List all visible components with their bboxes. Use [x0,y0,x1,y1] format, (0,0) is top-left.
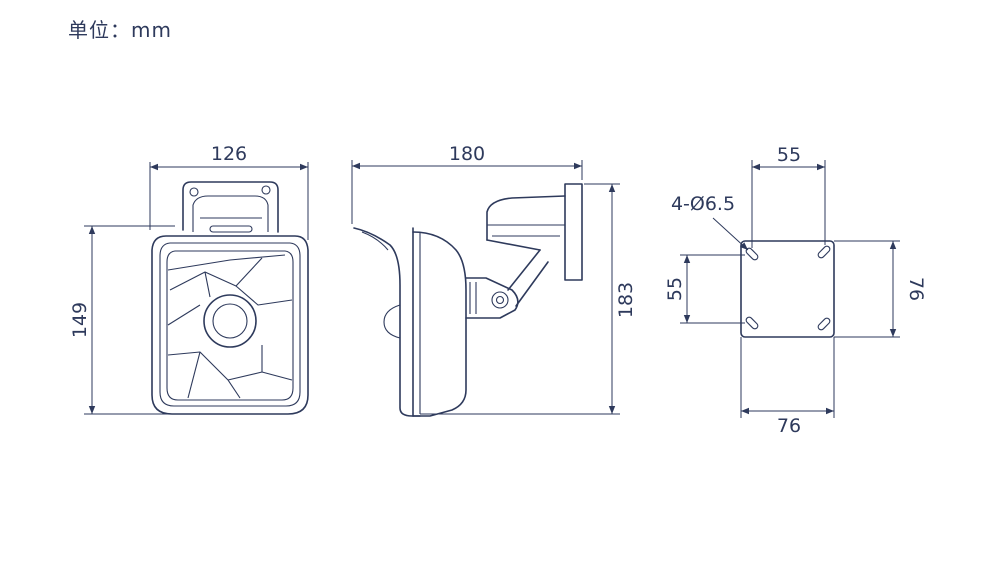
pivot-screw-icon [491,291,509,309]
bracket-screw-icon [189,187,199,197]
bracket-screw-icon [261,185,271,195]
front-width-dimension: 126 [211,143,247,165]
plate-width-dimension: 76 [777,415,801,437]
side-view: 180 183 [351,143,637,417]
mount-hole-icon [745,316,759,330]
side-depth-dimension: 180 [449,143,485,165]
mount-hole-icon [817,317,831,331]
side-height-dimension: 183 [615,282,637,318]
unit-label: 单位：mm [68,18,172,42]
hole-callout: 4-Ø6.5 [671,193,735,215]
mount-plate-view: 4-Ø6.5 55 55 76 76 [664,144,927,437]
front-view: 126 149 [69,143,309,415]
hole-spacing-y-dimension: 55 [664,277,686,301]
front-height-dimension: 149 [69,302,91,338]
plate-height-dimension: 76 [905,277,927,301]
camera-lens-icon [203,294,257,348]
hole-spacing-x-dimension: 55 [777,144,801,166]
mount-hole-icon [817,245,831,259]
